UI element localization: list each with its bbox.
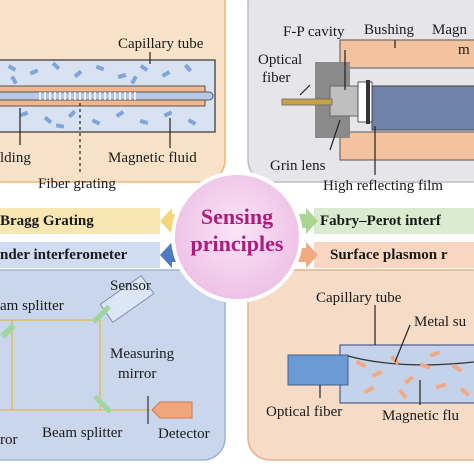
- beam-splitter-bottom: [93, 394, 113, 414]
- label-cladding: lding: [0, 150, 31, 166]
- label-optical-1: Optical: [258, 52, 303, 68]
- bar-fp: [314, 208, 474, 234]
- label-mach-zehnder: nder interferometer: [0, 247, 128, 263]
- fiber-core: [0, 91, 214, 101]
- label-detector: Detector: [158, 426, 210, 442]
- grating-lines: [39, 92, 136, 100]
- leader-lines: [19, 52, 171, 172]
- label-beam-splitter-top: am splitter: [0, 298, 64, 314]
- label-fabry-perot: Fabry–Perot interf: [320, 213, 441, 229]
- beam-splitter-top: [0, 323, 16, 339]
- label-spr: Surface plasmon r: [330, 247, 448, 263]
- spr-leader-lines: [319, 305, 421, 405]
- fp-leader-lines: [299, 40, 396, 175]
- label-bragg: Bragg Grating: [0, 213, 94, 229]
- bushing: [339, 39, 474, 69]
- label-magnetic-partial-2: m: [458, 42, 470, 58]
- spr-optical-fiber: [287, 354, 349, 386]
- measuring-mirror: [91, 304, 111, 324]
- label-sensor: Sensor: [110, 278, 151, 294]
- label-magnetic-fluid: Magnetic fluid: [108, 150, 197, 166]
- spr-particles: [355, 350, 471, 400]
- magnetic-rod: [371, 85, 474, 131]
- spr-schematic: [287, 305, 474, 405]
- metal-film: [347, 355, 474, 366]
- label-high-reflecting-film: High reflecting film: [323, 178, 443, 194]
- sensor: [99, 274, 155, 324]
- center-title: Sensing principles: [176, 203, 298, 257]
- bar-spr: [314, 242, 474, 268]
- magnetic-particles: [7, 61, 197, 129]
- detector: [151, 401, 193, 419]
- label-grin-lens: Grin lens: [270, 158, 326, 174]
- label-spr-optical-fiber: Optical fiber: [266, 404, 343, 420]
- label-measuring-1: Measuring: [110, 346, 175, 362]
- label-spr-magnetic-fluid: Magnetic flu: [382, 408, 460, 424]
- reflecting-film: [366, 80, 370, 124]
- grin-lens: [329, 85, 361, 117]
- spr-capillary: [339, 344, 474, 404]
- label-magnetic-partial-1: Magn: [432, 22, 467, 38]
- center-title-line2: principles: [190, 231, 284, 256]
- bar-mz: [0, 242, 160, 268]
- bushing-lower: [339, 131, 474, 161]
- fp-schematic: [281, 39, 474, 175]
- label-fp-cavity: F-P cavity: [283, 24, 345, 40]
- label-capillary-tube: Capillary tube: [118, 36, 204, 52]
- fbg-schematic: [0, 52, 216, 172]
- bar-bragg: [0, 208, 160, 234]
- optical-fiber-strand: [281, 98, 333, 106]
- beam-paths: [0, 319, 150, 411]
- label-measuring-2: mirror: [118, 366, 157, 382]
- label-mirror: ror: [0, 432, 18, 448]
- label-bushing: Bushing: [364, 22, 415, 38]
- label-fiber-grating: Fiber grating: [38, 176, 116, 192]
- center-title-line1: Sensing: [200, 204, 274, 229]
- mz-schematic: [0, 274, 193, 424]
- label-metal: Metal su: [414, 314, 467, 330]
- label-spr-capillary: Capillary tube: [316, 290, 402, 306]
- label-beam-splitter-bottom: Beam splitter: [42, 425, 123, 441]
- center-circle: [171, 171, 303, 303]
- label-optical-2: fiber: [262, 70, 291, 86]
